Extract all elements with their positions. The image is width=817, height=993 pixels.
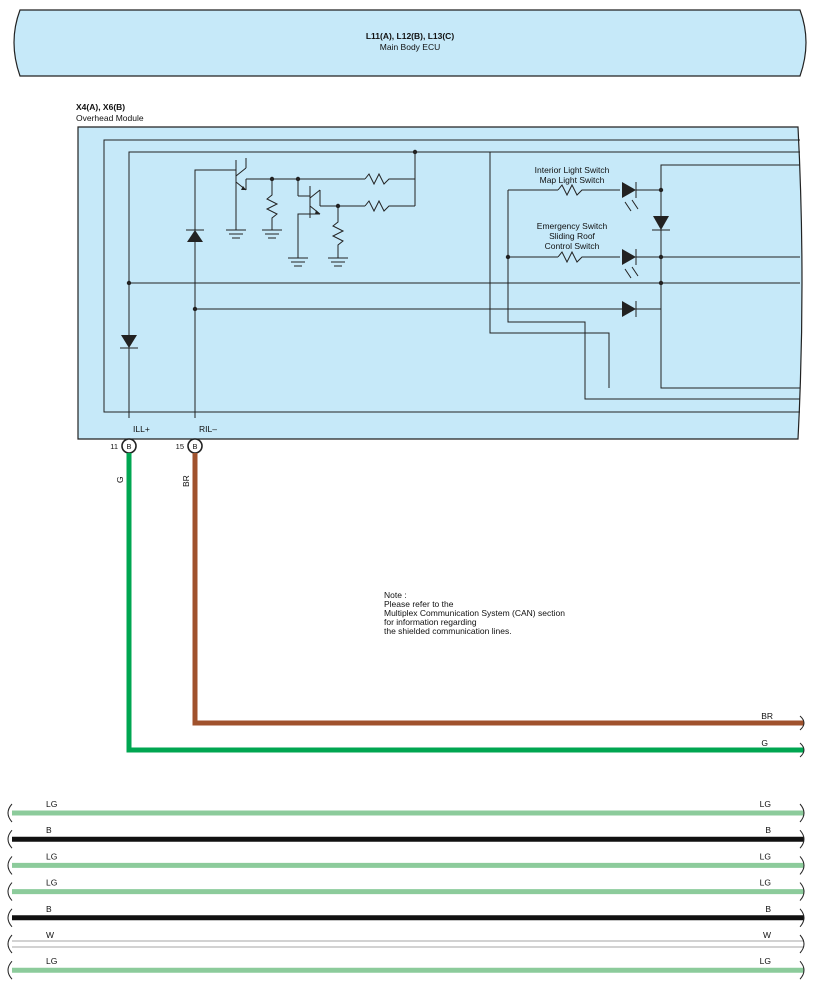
wire-br-vert-label: BR [181,475,191,487]
switch-map-label: Map Light Switch [540,175,605,185]
ecu-connector-label: L11(A), L12(B), L13(C) [366,31,454,41]
bottom-wire-1-label-left: LG [46,799,57,809]
bottom-wire-6-label-right: W [763,930,771,940]
signal-label-ill: ILL+ [133,424,150,434]
bottom-wire-5-label-left: B [46,904,52,914]
note-block: Note : Please refer to the Multiplex Com… [384,590,565,636]
ecu-name-label: Main Body ECU [380,42,440,52]
wire-br-right-label: BR [761,711,773,721]
bottom-wire-4-break [7,882,13,901]
note-line-3: Multiplex Communication System (CAN) sec… [384,608,565,618]
wire-g-vert-label: G [115,476,125,483]
bottom-wire-3-label-right: LG [760,851,771,861]
bottom-wire-1-break [7,803,13,823]
pin-15-connector: B [192,442,197,451]
switch-emergency-label: Emergency Switch [537,221,608,231]
bottom-wire-4-label-left: LG [46,878,57,888]
bottom-wire-1-label-right: LG [760,799,771,809]
pin-11-number: 11 [110,442,118,451]
bottom-wire-3-break [799,856,805,875]
bottom-wire-5-break [7,908,13,928]
bottom-wire-3-label-left: LG [46,851,57,861]
bottom-wire-7-label-left: LG [46,956,57,966]
wire-g-right-label: G [761,738,768,748]
bottom-wire-4-label-right: LG [760,878,771,888]
note-line-5: the shielded communication lines. [384,626,512,636]
switch-sliding-label: Sliding Roof [549,231,595,241]
module-name-label: Overhead Module [76,113,144,123]
bottom-wire-6-break [799,934,805,954]
bottom-wire-6-break [7,934,13,954]
overhead-module-box: Interior Light Switch Map Light Switch E… [77,126,803,440]
pin-15: B 15 [176,438,203,454]
note-line-1: Note : [384,590,407,600]
bottom-wire-4-break [799,882,805,901]
bottom-wire-2-break [7,829,13,849]
signal-label-ril: RIL– [199,424,217,434]
bottom-wire-2-label-left: B [46,825,52,835]
bottom-wire-7-break [7,960,13,980]
wire-g [126,453,804,753]
module-connector-label: X4(A), X6(B) [76,102,125,112]
bottom-wire-bundle: LG LG B B LG LG LG LG B B W W LG LG [7,799,805,980]
bottom-wire-7-label-right: LG [760,956,771,966]
bottom-wire-7-break [799,960,805,980]
note-line-2: Please refer to the [384,599,454,609]
bottom-wire-5-label-right: B [765,904,771,914]
main-body-ecu-box: L11(A), L12(B), L13(C) Main Body ECU [13,9,807,77]
switch-interior-label: Interior Light Switch [535,165,610,175]
bottom-wire-2-label-right: B [765,825,771,835]
bottom-wire-3-break [7,856,13,875]
bottom-wire-2-break [799,829,805,849]
bottom-wire-1-break [799,803,805,823]
pin-11: B 11 [110,438,137,454]
bottom-wire-6-label-left: W [46,930,54,940]
pin-11-connector: B [126,442,131,451]
switch-control-label: Control Switch [545,241,600,251]
bottom-wire-5-break [799,908,805,928]
pin-15-number: 15 [176,442,184,451]
note-line-4: for information regarding [384,617,477,627]
wire-br [192,453,804,726]
